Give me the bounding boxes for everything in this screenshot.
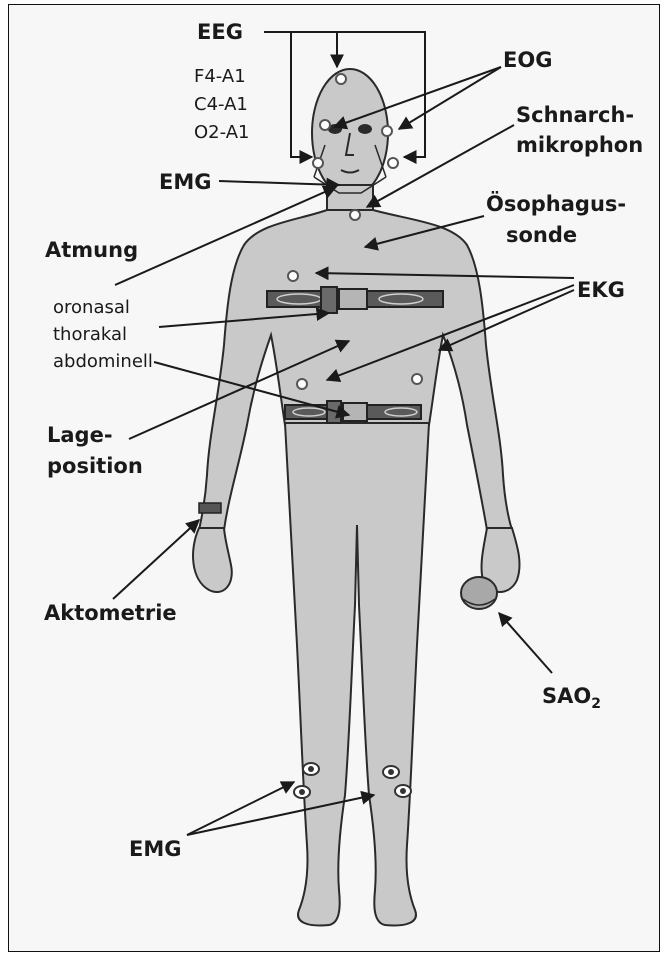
esophageal-line-2: sonde (486, 220, 626, 251)
breathing-thoracic: thorakal (53, 321, 153, 348)
eeg-lead-o2: O2-A1 (194, 119, 250, 147)
label-actometry: Aktometrie (44, 602, 177, 624)
snore-mic-line-1: Schnarch- (516, 100, 643, 130)
eeg-leads: F4-A1 C4-A1 O2-A1 (194, 63, 250, 147)
breathing-oronasal: oronasal (53, 294, 153, 321)
wrist-actometer (199, 503, 221, 513)
breathing-channels: oronasal thorakal abdominell (53, 294, 153, 375)
position-line-1: Lage- (47, 420, 143, 451)
snore-mic-line-2: mikrophon (516, 130, 643, 160)
esophageal-line-1: Ösophagus- (486, 189, 626, 220)
eeg-lead-f4: F4-A1 (194, 63, 250, 91)
label-eog: EOG (503, 49, 552, 71)
label-sao2: SAO2 (542, 685, 601, 712)
human-figure (193, 69, 519, 925)
label-esophageal-probe: Ösophagus- sonde (486, 189, 626, 251)
label-emg-chin: EMG (159, 171, 211, 193)
abdominal-belt (285, 401, 421, 423)
eeg-lead-c4: C4-A1 (194, 91, 250, 119)
pulse-oximeter (461, 577, 497, 609)
legs (285, 423, 429, 925)
label-body-position: Lage- position (47, 420, 143, 482)
label-eeg: EEG (197, 21, 243, 43)
left-hand (193, 528, 232, 592)
label-emg-legs: EMG (129, 838, 181, 860)
label-breathing: Atmung (45, 239, 138, 261)
sao2-subscript: 2 (591, 696, 601, 712)
label-snore-microphone: Schnarch- mikrophon (516, 100, 643, 160)
breathing-abdominal: abdominell (53, 348, 153, 375)
label-ecg: EKG (577, 279, 625, 301)
position-line-2: position (47, 451, 143, 482)
sao2-text: SAO (542, 684, 591, 708)
polysomnography-diagram: EEG F4-A1 C4-A1 O2-A1 EOG Schnarch- mikr… (8, 4, 660, 952)
